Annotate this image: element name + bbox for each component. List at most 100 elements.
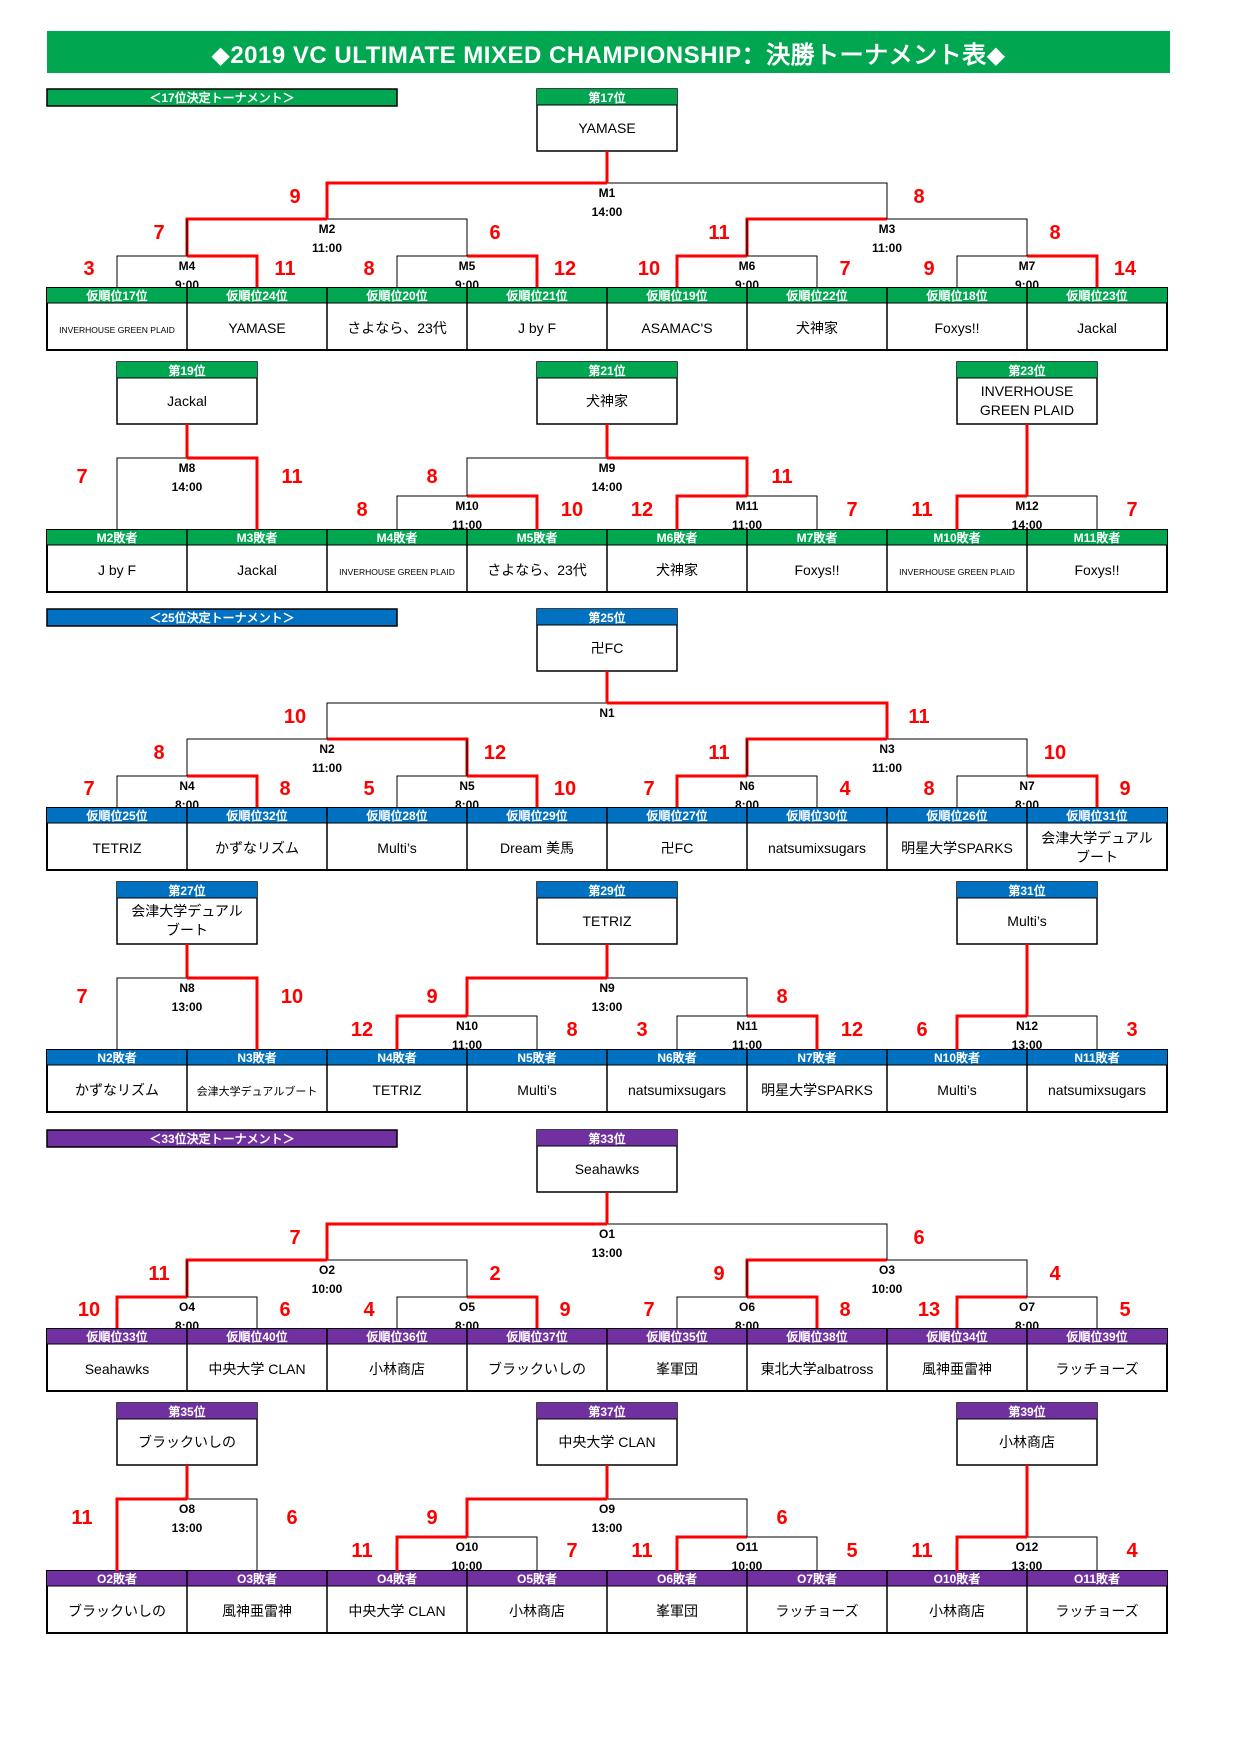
score-right: 12 <box>554 258 576 280</box>
score-right: 6 <box>776 1507 787 1529</box>
seed-label: 仮順位35位 <box>645 1329 707 1344</box>
seed-label-bg <box>467 808 607 823</box>
match-name: M8 <box>179 461 196 475</box>
match-name: N12 <box>1016 1019 1038 1033</box>
seed-label-bg <box>47 530 187 545</box>
match-time: 11:00 <box>452 1038 482 1052</box>
score-left: 8 <box>356 499 367 521</box>
seed-label-bg <box>467 288 607 303</box>
seed-label: M6敗者 <box>657 530 698 545</box>
match-name: N1 <box>599 706 615 720</box>
score-right: 9 <box>1119 778 1130 800</box>
match-name: M6 <box>739 259 756 273</box>
score-left: 8 <box>363 258 374 280</box>
score-right: 10 <box>561 499 583 521</box>
place-team: Jackal <box>167 393 207 409</box>
winner-path <box>185 217 327 256</box>
seed-team: ラッチョーズ <box>1055 1361 1138 1377</box>
seed-label-bg <box>747 1050 887 1065</box>
score-left: 9 <box>426 1507 437 1529</box>
score-left: 11 <box>708 222 729 244</box>
score-right: 12 <box>484 742 506 764</box>
seed-label-bg <box>1027 808 1167 823</box>
seed-team: 峯軍団 <box>656 1361 698 1377</box>
seed-team: ラッチョーズ <box>775 1603 858 1619</box>
seed-label: M5敗者 <box>517 530 558 545</box>
match-time: 11:00 <box>732 518 762 532</box>
match-name: O1 <box>599 1227 615 1241</box>
seed-label: 仮順位38位 <box>785 1329 847 1344</box>
seed-team: ブラックいしの <box>488 1361 586 1377</box>
seed-label-bg <box>327 1329 467 1344</box>
match-time: 13:00 <box>592 1521 623 1535</box>
score-right: 8 <box>913 186 924 208</box>
place-team: Multi’s <box>1007 913 1046 929</box>
match-name: N7 <box>1019 779 1035 793</box>
seed-label-bg <box>467 530 607 545</box>
score-left: 11 <box>911 1540 932 1562</box>
seed-label: O4敗者 <box>377 1571 417 1586</box>
match-name: M12 <box>1015 499 1039 513</box>
place-label-bg <box>537 1130 677 1146</box>
place-team: Seahawks <box>575 1161 640 1177</box>
score-right: 6 <box>279 1299 290 1321</box>
seed-label-bg <box>47 1050 187 1065</box>
seed-label: N3敗者 <box>237 1050 276 1065</box>
place-label: 第17位 <box>588 90 625 105</box>
score-left: 10 <box>78 1299 100 1321</box>
place-label-bg <box>957 1403 1097 1419</box>
winner-path <box>187 976 259 1050</box>
match-time: 11:00 <box>312 761 342 775</box>
seed-label: 仮順位29位 <box>505 808 567 823</box>
match-time: 11:00 <box>732 1038 762 1052</box>
seed-label-bg <box>607 808 747 823</box>
place-label-bg <box>537 609 677 625</box>
match-name: O4 <box>179 1300 195 1314</box>
match-name: O12 <box>1016 1540 1039 1554</box>
seed-label-bg <box>887 530 1027 545</box>
score-right: 3 <box>1126 1019 1137 1041</box>
seed-team: Dream 美馬 <box>500 840 574 856</box>
place-team: 会津大学デュアル <box>131 903 243 919</box>
match-name: M4 <box>179 259 196 273</box>
seed-team: ラッチョーズ <box>1055 1603 1138 1619</box>
seed-label: 仮順位28位 <box>365 808 427 823</box>
match-time: 11:00 <box>312 241 342 255</box>
match-name: M2 <box>319 222 336 236</box>
seed-label-bg <box>747 1329 887 1344</box>
winner-path <box>395 1535 467 1571</box>
winner-path <box>747 1014 819 1050</box>
seed-label-bg <box>887 288 1027 303</box>
seed-label-bg <box>607 530 747 545</box>
seed-label-bg <box>1027 1329 1167 1344</box>
match-name: M11 <box>736 499 759 513</box>
score-right: 14 <box>1114 258 1137 280</box>
match-name: N6 <box>739 779 755 793</box>
winner-path <box>465 976 607 1016</box>
score-left: 12 <box>631 499 653 521</box>
winner-path <box>115 1295 187 1329</box>
place-team: YAMASE <box>578 120 635 136</box>
seed-label: O2敗者 <box>97 1571 137 1586</box>
seed-label: 仮順位17位 <box>85 288 147 303</box>
seed-label-bg <box>747 1571 887 1586</box>
seed-team: 小林商店 <box>929 1603 985 1619</box>
seed-team: Seahawks <box>85 1361 150 1377</box>
score-left: 8 <box>923 778 934 800</box>
match-name: O7 <box>1019 1300 1035 1314</box>
seed-label-bg <box>187 1329 327 1344</box>
seed-team: ASAMAC'S <box>641 320 712 336</box>
match-name: M7 <box>1019 259 1036 273</box>
winner-path <box>327 737 469 776</box>
seed-label: N2敗者 <box>97 1050 136 1065</box>
seed-team: 小林商店 <box>509 1603 565 1619</box>
seed-team: Jackal <box>237 562 277 578</box>
seed-label: O10敗者 <box>934 1571 981 1586</box>
seed-team: 小林商店 <box>369 1361 425 1377</box>
score-right: 10 <box>281 986 303 1008</box>
seed-label: N4敗者 <box>377 1050 416 1065</box>
match-time: 10:00 <box>452 1559 483 1573</box>
seed-label: O11敗者 <box>1074 1571 1120 1586</box>
winner-path <box>745 217 887 256</box>
seed-label: N7敗者 <box>797 1050 836 1065</box>
